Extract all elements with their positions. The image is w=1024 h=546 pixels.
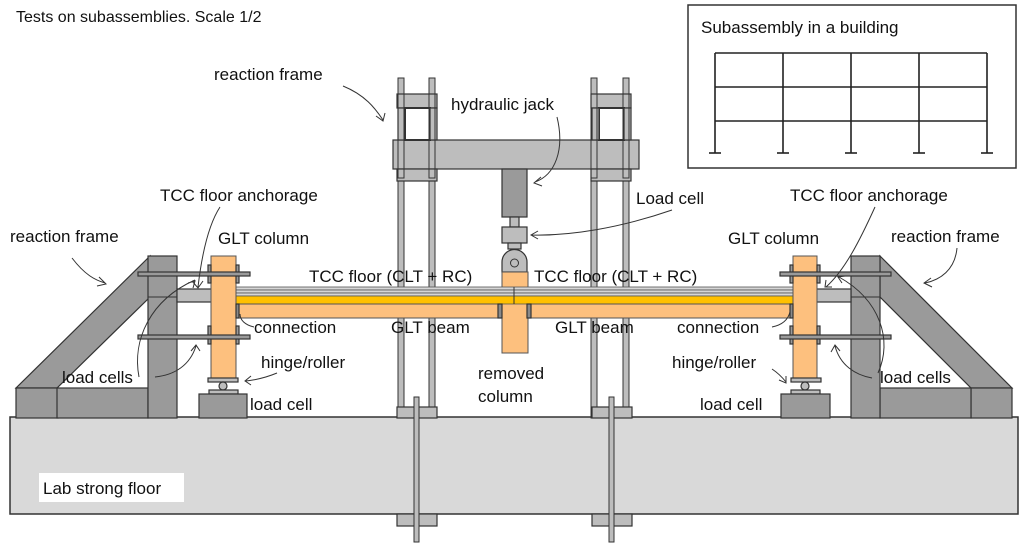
left-hinge-plate-bottom bbox=[208, 389, 239, 395]
leader-reaction-frame-right bbox=[923, 247, 958, 288]
leader-lines bbox=[71, 85, 958, 386]
right-hinge-plate-top bbox=[790, 377, 822, 383]
glt-beam-left bbox=[237, 303, 501, 319]
jack-cylinder bbox=[501, 168, 528, 218]
left-under-plate bbox=[396, 168, 438, 182]
right-connection-plate bbox=[789, 303, 794, 319]
label-connection-right: connection bbox=[677, 318, 759, 337]
building-frame bbox=[709, 52, 993, 154]
left-hinge-roller-icon bbox=[218, 381, 228, 391]
label-glt-beam-right: GLT beam bbox=[555, 318, 634, 337]
right-lower-load-cell-rod bbox=[779, 334, 892, 340]
leader-reaction-frame-top bbox=[342, 85, 386, 122]
label-load-cell-left: load cell bbox=[250, 395, 312, 414]
leader-load-cells-left-upper bbox=[137, 279, 196, 378]
figure-title: Tests on subassemblies. Scale 1/2 bbox=[16, 9, 262, 26]
leader-connection-left bbox=[239, 313, 255, 328]
leader-hydraulic-jack bbox=[533, 116, 561, 187]
pin-hole-icon bbox=[510, 258, 519, 268]
leader-hinge-left bbox=[244, 372, 278, 386]
right-top-window bbox=[598, 107, 625, 141]
label-hinge-roller-left: hinge/roller bbox=[261, 353, 345, 372]
leader-reaction-frame-left bbox=[71, 257, 107, 287]
left-rod-overlay-b bbox=[428, 77, 436, 179]
label-load-cell-right: load cell bbox=[700, 395, 762, 414]
jack-piston bbox=[509, 216, 520, 228]
top-load-cell bbox=[501, 226, 528, 244]
label-tcc-floor-right: TCC floor (CLT + RC) bbox=[534, 267, 697, 286]
left-lower-load-cell-rod bbox=[137, 334, 251, 340]
beam-bracket-right bbox=[526, 303, 532, 319]
left-rod-overlay-a bbox=[397, 77, 405, 179]
leader-tcc-anchorage-right bbox=[824, 206, 876, 288]
hydraulic-jack bbox=[501, 168, 528, 273]
label-glt-column-right: GLT column bbox=[728, 229, 819, 248]
right-base-block-b bbox=[879, 387, 972, 419]
label-reaction-frame-left: reaction frame bbox=[10, 227, 119, 246]
label-removed-column-line1: removed bbox=[478, 364, 544, 383]
left-connection-plate bbox=[235, 303, 240, 319]
label-removed-column-line2: column bbox=[478, 387, 533, 406]
right-upper-load-cell-rod bbox=[779, 271, 892, 277]
top-crossbeam bbox=[392, 139, 640, 170]
leader-hinge-right bbox=[771, 368, 787, 384]
left-top-side-b bbox=[429, 107, 438, 141]
left-upper-load-cell-rod bbox=[137, 271, 251, 277]
label-connection-left: connection bbox=[254, 318, 336, 337]
label-reaction-frame-top: reaction frame bbox=[214, 65, 323, 84]
load-cell-stub bbox=[507, 242, 522, 250]
left-glt-column-assembly bbox=[137, 255, 251, 419]
lab-strong-floor-label-bg bbox=[39, 473, 184, 502]
leader-load-cells-right-upper bbox=[837, 275, 885, 374]
label-load-cell-top: Load cell bbox=[636, 189, 704, 208]
label-reaction-frame-right: reaction frame bbox=[891, 227, 1000, 246]
removed-column bbox=[501, 271, 529, 354]
leader-load-cell-top bbox=[529, 209, 673, 240]
glt-beam-right bbox=[529, 303, 791, 319]
label-glt-column-left: GLT column bbox=[218, 229, 309, 248]
right-hinge-plate-bottom bbox=[790, 389, 821, 395]
right-glt-column-assembly bbox=[779, 255, 892, 419]
label-tcc-floor-left: TCC floor (CLT + RC) bbox=[309, 267, 472, 286]
right-top-side-b bbox=[623, 107, 632, 141]
leader-load-cells-left-lower bbox=[154, 344, 201, 378]
right-rod-overlay-a bbox=[590, 77, 598, 179]
label-hinge-roller-right: hinge/roller bbox=[672, 353, 756, 372]
lab-strong-floor-label: Lab strong floor bbox=[43, 479, 161, 498]
load-spreader-pin bbox=[501, 248, 528, 273]
left-support-load-cell bbox=[198, 393, 248, 419]
left-base-block-b bbox=[56, 387, 149, 419]
leader-load-cells-right-lower bbox=[830, 344, 873, 379]
label-load-cells-left: load cells bbox=[62, 368, 133, 387]
label-tcc-anchorage-left: TCC floor anchorage bbox=[160, 186, 318, 205]
right-support-load-cell bbox=[780, 393, 831, 419]
label-tcc-anchorage-right: TCC floor anchorage bbox=[790, 186, 948, 205]
left-top-window bbox=[404, 107, 431, 141]
label-load-cells-right: load cells bbox=[880, 368, 951, 387]
leader-connection-right bbox=[771, 311, 791, 328]
beam-bracket-left bbox=[497, 303, 503, 319]
inset-building: Subassembly in a building bbox=[687, 4, 1017, 169]
right-base-block-a bbox=[970, 387, 1013, 419]
inset-title: Subassembly in a building bbox=[701, 18, 899, 37]
left-hinge-plate-top bbox=[207, 377, 239, 383]
label-glt-beam-left: GLT beam bbox=[391, 318, 470, 337]
label-hydraulic-jack: hydraulic jack bbox=[451, 95, 554, 114]
left-anchor-bolt bbox=[413, 396, 420, 543]
right-top-side-a bbox=[591, 107, 600, 141]
left-base-block-a bbox=[15, 387, 59, 419]
right-rod-overlay-b bbox=[622, 77, 630, 179]
right-anchor-bolt bbox=[608, 396, 615, 543]
top-reaction-frame bbox=[392, 77, 640, 182]
right-hinge-roller-icon bbox=[800, 381, 810, 391]
tcc-floor bbox=[221, 286, 807, 305]
